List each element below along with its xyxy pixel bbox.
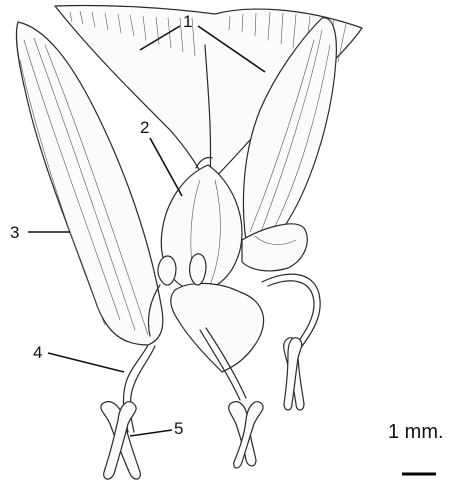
callout-1: 1 — [183, 12, 192, 31]
callout-2: 2 — [140, 118, 149, 137]
pollinia-part — [101, 338, 304, 479]
callout-5: 5 — [174, 419, 183, 438]
callout-3: 3 — [10, 223, 19, 242]
callout-4: 4 — [33, 343, 42, 362]
scale-bar-label: 1 mm. — [388, 421, 444, 443]
